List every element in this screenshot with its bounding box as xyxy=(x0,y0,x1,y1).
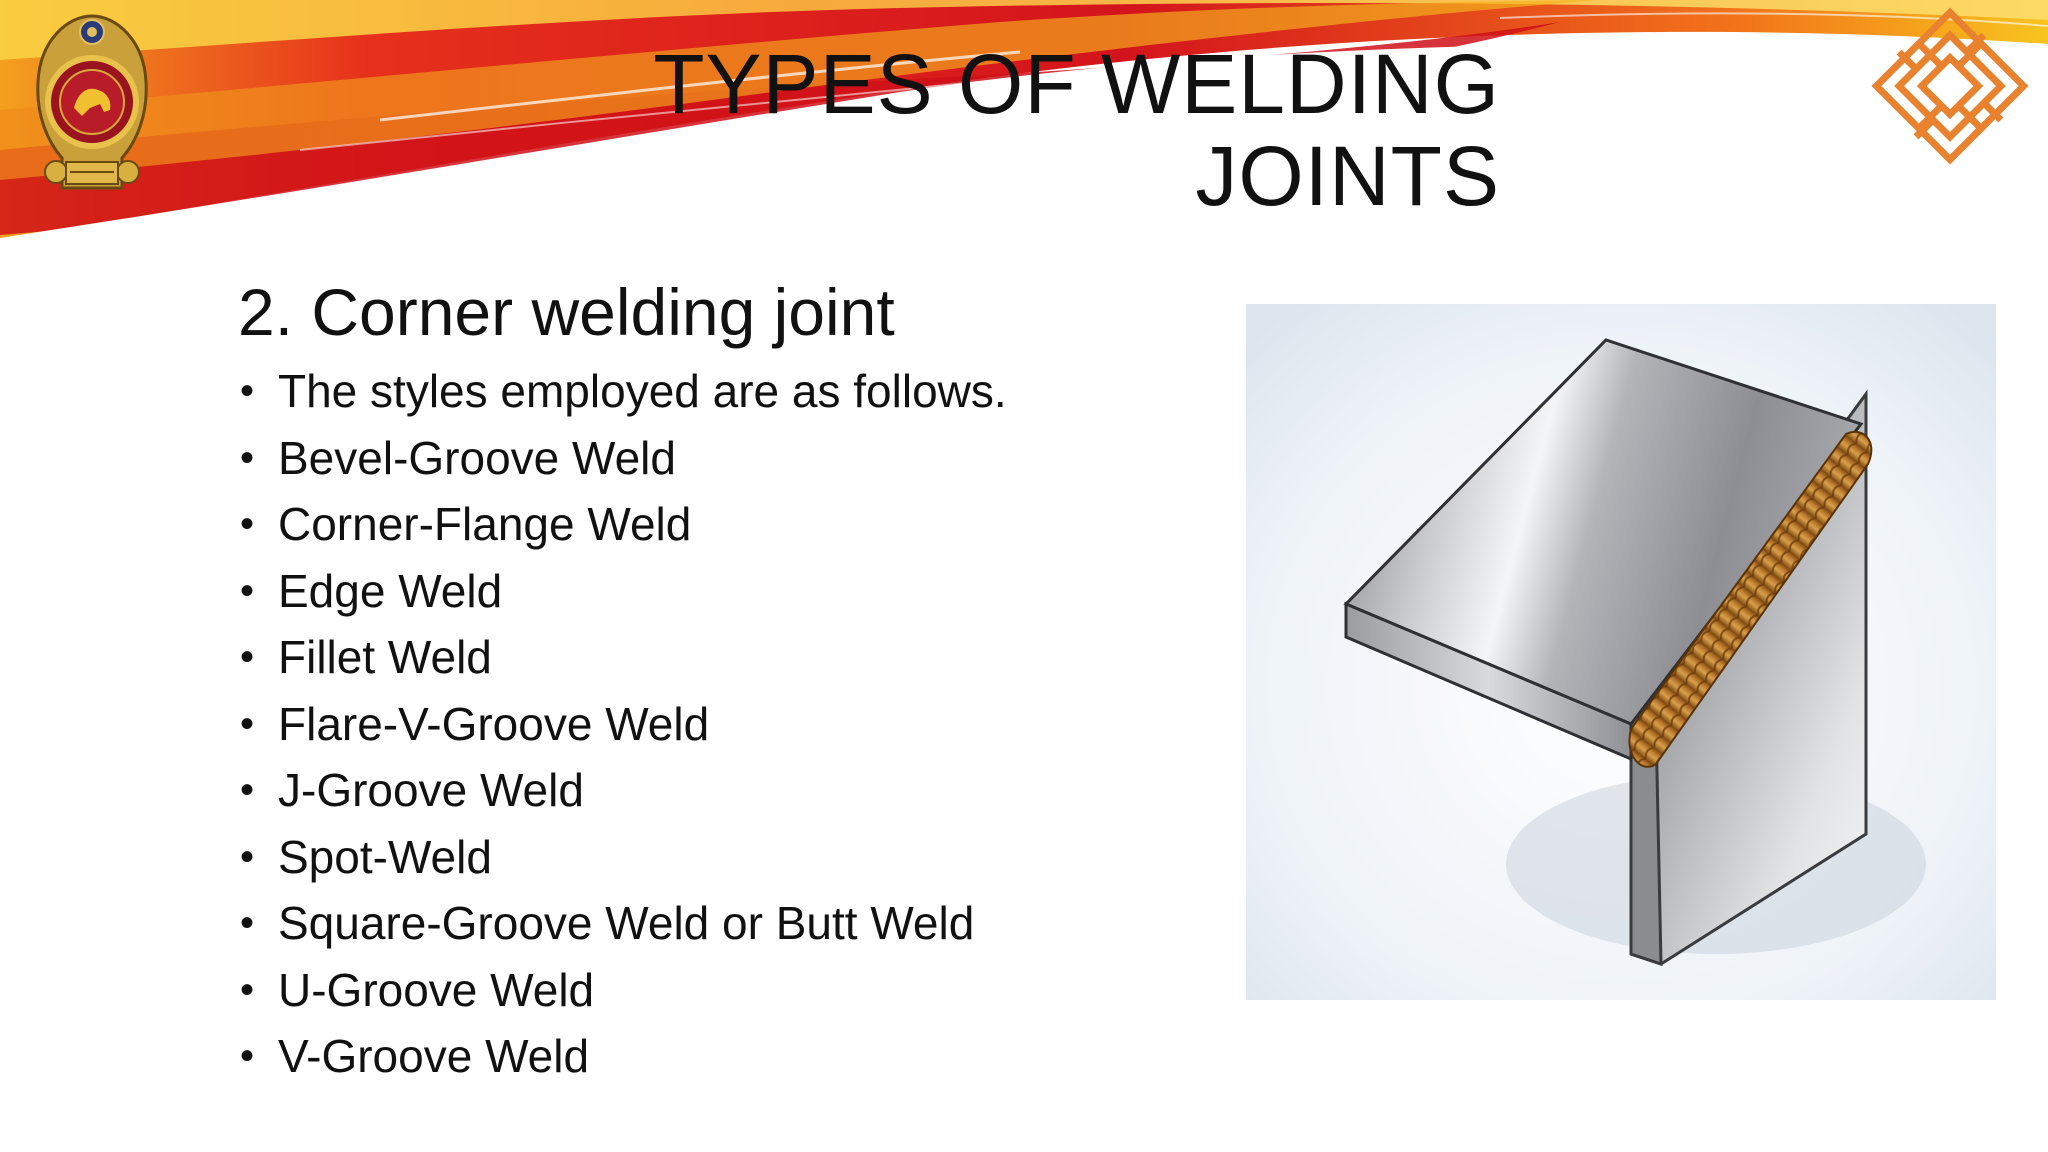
list-item: • J-Groove Weld xyxy=(238,757,1007,824)
list-item: • Fillet Weld xyxy=(238,624,1007,691)
list-item: • Spot-Weld xyxy=(238,824,1007,891)
list-item-text: Spot-Weld xyxy=(278,830,492,883)
bullet-icon: • xyxy=(240,1034,255,1078)
list-item: • Edge Weld xyxy=(238,558,1007,625)
list-item: • The styles employed are as follows. xyxy=(238,358,1007,425)
bullet-icon: • xyxy=(240,768,255,812)
list-item: • Bevel-Groove Weld xyxy=(238,425,1007,492)
list-item-text: The styles employed are as follows. xyxy=(278,365,1007,417)
sri-lanka-emblem-icon xyxy=(36,14,148,190)
list-item-text: Flare-V-Groove Weld xyxy=(278,697,710,750)
bullet-icon: • xyxy=(240,901,255,945)
list-item-text: Corner-Flange Weld xyxy=(278,498,692,550)
header-swoosh xyxy=(0,0,2048,260)
list-item: • Corner-Flange Weld xyxy=(238,491,1007,558)
list-item-text: J-Groove Weld xyxy=(278,764,584,816)
list-item-text: Bevel-Groove Weld xyxy=(278,431,676,484)
bullet-icon: • xyxy=(240,502,255,546)
slide-title-line-2: JOINTS xyxy=(1195,129,1500,223)
bullet-icon: • xyxy=(240,435,255,480)
list-item: • Square-Groove Weld or Butt Weld xyxy=(238,890,1007,957)
section-heading: 2. Corner welding joint xyxy=(238,275,895,349)
bullet-icon: • xyxy=(240,967,255,1012)
slide-title: TYPES OF WELDING JOINTS xyxy=(560,38,1500,222)
list-item: • Flare-V-Groove Weld xyxy=(238,691,1007,758)
list-item-text: Edge Weld xyxy=(278,564,503,617)
list-item-text: U-Groove Weld xyxy=(278,963,595,1016)
bullet-icon: • xyxy=(240,701,255,746)
orange-knot-logo-icon xyxy=(1871,7,2029,165)
slide-title-line-1: TYPES OF WELDING xyxy=(653,37,1500,131)
list-item-text: Square-Groove Weld or Butt Weld xyxy=(278,897,975,949)
bullet-icon: • xyxy=(240,369,255,413)
bullet-icon: • xyxy=(240,568,255,613)
bullet-icon: • xyxy=(240,635,255,679)
list-item-text: V-Groove Weld xyxy=(278,1030,590,1082)
bullet-icon: • xyxy=(240,834,255,879)
list-item-text: Fillet Weld xyxy=(278,631,492,683)
list-item: • V-Groove Weld xyxy=(238,1023,1007,1090)
weld-styles-list: • The styles employed are as follows. • Be… xyxy=(238,358,1007,1090)
corner-weld-joint-illustration xyxy=(1246,304,1996,1000)
list-item: • U-Groove Weld xyxy=(238,957,1007,1024)
